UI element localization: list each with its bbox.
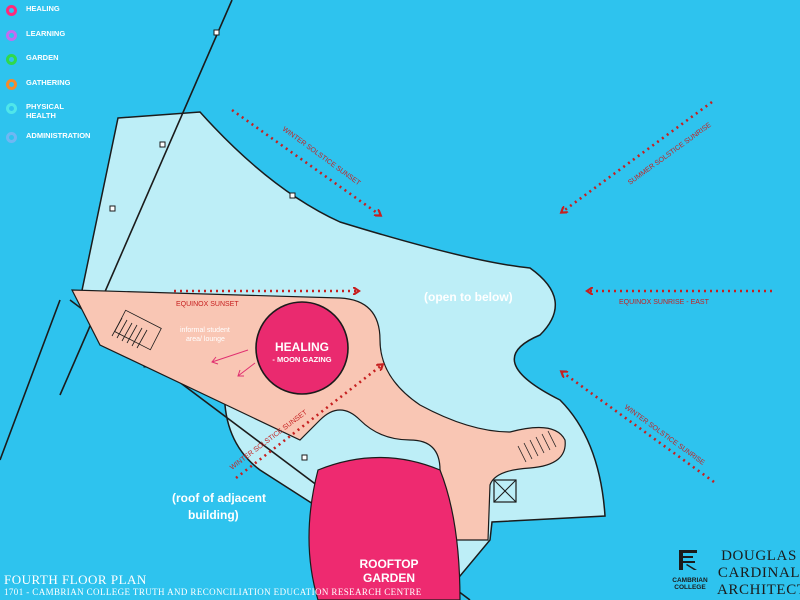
garden-swatch-icon (6, 54, 17, 65)
legend-item-physical-health: PHYSICAL HEALTH (6, 102, 126, 131)
roof-label-line1: (roof of adjacent (172, 491, 266, 505)
open-to-below-label: (open to below) (424, 290, 513, 304)
legend-label: HEALING (26, 4, 60, 13)
equinox-sunset-label: EQUINOX SUNSET (176, 301, 239, 308)
learning-swatch-icon (6, 29, 17, 41)
summer-solstice-sunrise-label: SUMMER SOLSTICE SUNRISE (627, 122, 713, 187)
legend-item-learning: LEARNING (6, 29, 126, 54)
exterior-wall-west (0, 299, 61, 461)
exterior-wall-north (59, 0, 233, 396)
gathering-swatch-icon (6, 78, 17, 90)
architect-line3: ARCHITECT (717, 582, 800, 598)
legend-item-administration: ADMINISTRATION (6, 131, 126, 156)
informal-area-line1: informal student (180, 327, 230, 334)
stair-east (517, 430, 557, 463)
equinox-sunrise-east-label: EQUINOX SUNRISE - EAST (619, 299, 710, 306)
project-subtitle: 1701 - CAMBRIAN COLLEGE TRUTH AND RECONC… (4, 587, 422, 597)
rooftop-garden-title-line1: ROOFTOP (359, 557, 418, 571)
rooftop-garden-title-line2: GARDEN (363, 571, 415, 585)
legend-label-line1: PHYSICAL (26, 102, 64, 111)
stair-west (111, 309, 162, 351)
healing-room (255, 301, 349, 395)
winter-solstice-sunrise-arrow (562, 372, 715, 484)
logo-line1: CAMBRIAN (672, 577, 708, 584)
summer-solstice-sunrise-arrow (562, 100, 713, 212)
sun-path-arrows (174, 100, 772, 484)
healing-subtitle: - MOON GAZING (272, 355, 331, 364)
healing-title: HEALING (275, 340, 329, 354)
legend-label: LEARNING (26, 28, 66, 38)
winter-solstice-sunset-top-arrow (231, 108, 380, 215)
legend-item-gathering: GATHERING (6, 78, 126, 103)
legend-label: PHYSICAL HEALTH (26, 102, 64, 120)
cambrian-college-logo: CAMBRIAN COLLEGE (668, 548, 712, 591)
physical-health-swatch-icon (6, 103, 17, 114)
informal-area-line2: area/ lounge (186, 336, 225, 343)
administration-swatch-icon (6, 132, 17, 143)
drawing-title: FOURTH FLOOR PLAN (4, 572, 147, 587)
architect-line2: CARDINAL (717, 565, 800, 581)
legend-label: GARDEN (26, 53, 59, 62)
program-legend: HEALING LEARNING GARDEN GATHERING PHYSIC… (6, 4, 126, 156)
architect-name: DOUGLAS CARDINAL ARCHITECT (717, 548, 800, 599)
logo-line2: COLLEGE (674, 584, 706, 591)
legend-label: ADMINISTRATION (26, 131, 91, 140)
healing-swatch-icon (6, 5, 17, 16)
elevator-box (493, 479, 517, 503)
roof-label-line2: building) (188, 508, 239, 522)
rooftop-garden-area (308, 456, 461, 600)
legend-item-healing: HEALING (6, 4, 126, 29)
lounge-pointers (211, 349, 256, 377)
winter-solstice-sunrise-label: WINTER SOLSTICE SUNRISE (623, 404, 706, 467)
winter-solstice-sunset-top-label: WINTER SOLSTICE SUNSET (281, 126, 362, 188)
legend-label: GATHERING (26, 77, 71, 87)
winter-solstice-sunset-bottom-arrow (235, 365, 382, 480)
college-crest-icon (679, 550, 697, 570)
legend-label-line2: HEALTH (26, 111, 56, 120)
legend-item-garden: GARDEN (6, 53, 126, 78)
architect-line1: DOUGLAS (721, 548, 797, 564)
